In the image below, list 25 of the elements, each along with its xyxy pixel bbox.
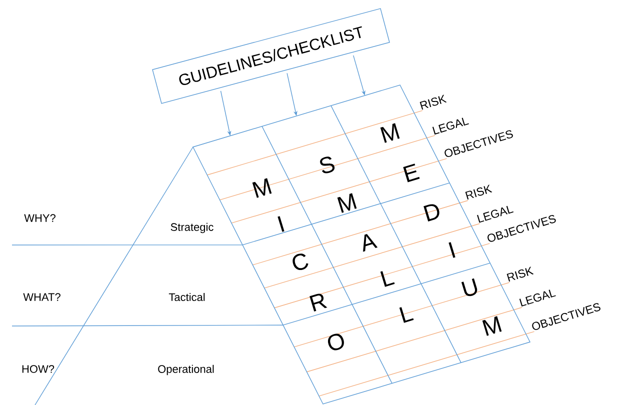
grid-letter: U xyxy=(461,278,478,296)
row-label: RISK xyxy=(506,266,534,282)
grid-letter: E xyxy=(403,164,420,182)
grid-letter: L xyxy=(380,271,395,287)
grid-letter: A xyxy=(363,234,378,252)
level-label: Operational xyxy=(158,364,214,376)
grid-letter: S xyxy=(320,156,335,174)
grid-letter: C xyxy=(292,254,308,270)
question-label: WHY? xyxy=(24,214,56,222)
grid-letter: D xyxy=(424,204,440,222)
level-label: Strategic xyxy=(170,222,214,234)
question-label: HOW? xyxy=(22,365,54,373)
grid-letter: L xyxy=(399,307,414,323)
grid-letter: O xyxy=(328,334,344,350)
question-label: WHAT? xyxy=(23,293,60,301)
grid-letter: M xyxy=(337,193,357,213)
grid-letter: I xyxy=(448,242,456,258)
row-label: RISK xyxy=(465,184,492,200)
grid-letter: M xyxy=(252,178,272,198)
row-label: RISK xyxy=(420,94,447,110)
level-label: Tactical xyxy=(168,292,205,302)
grid-letter: I xyxy=(278,216,284,232)
grid-letter: M xyxy=(482,316,502,336)
grid-letter: M xyxy=(380,123,400,143)
grid-letter: R xyxy=(310,294,328,312)
